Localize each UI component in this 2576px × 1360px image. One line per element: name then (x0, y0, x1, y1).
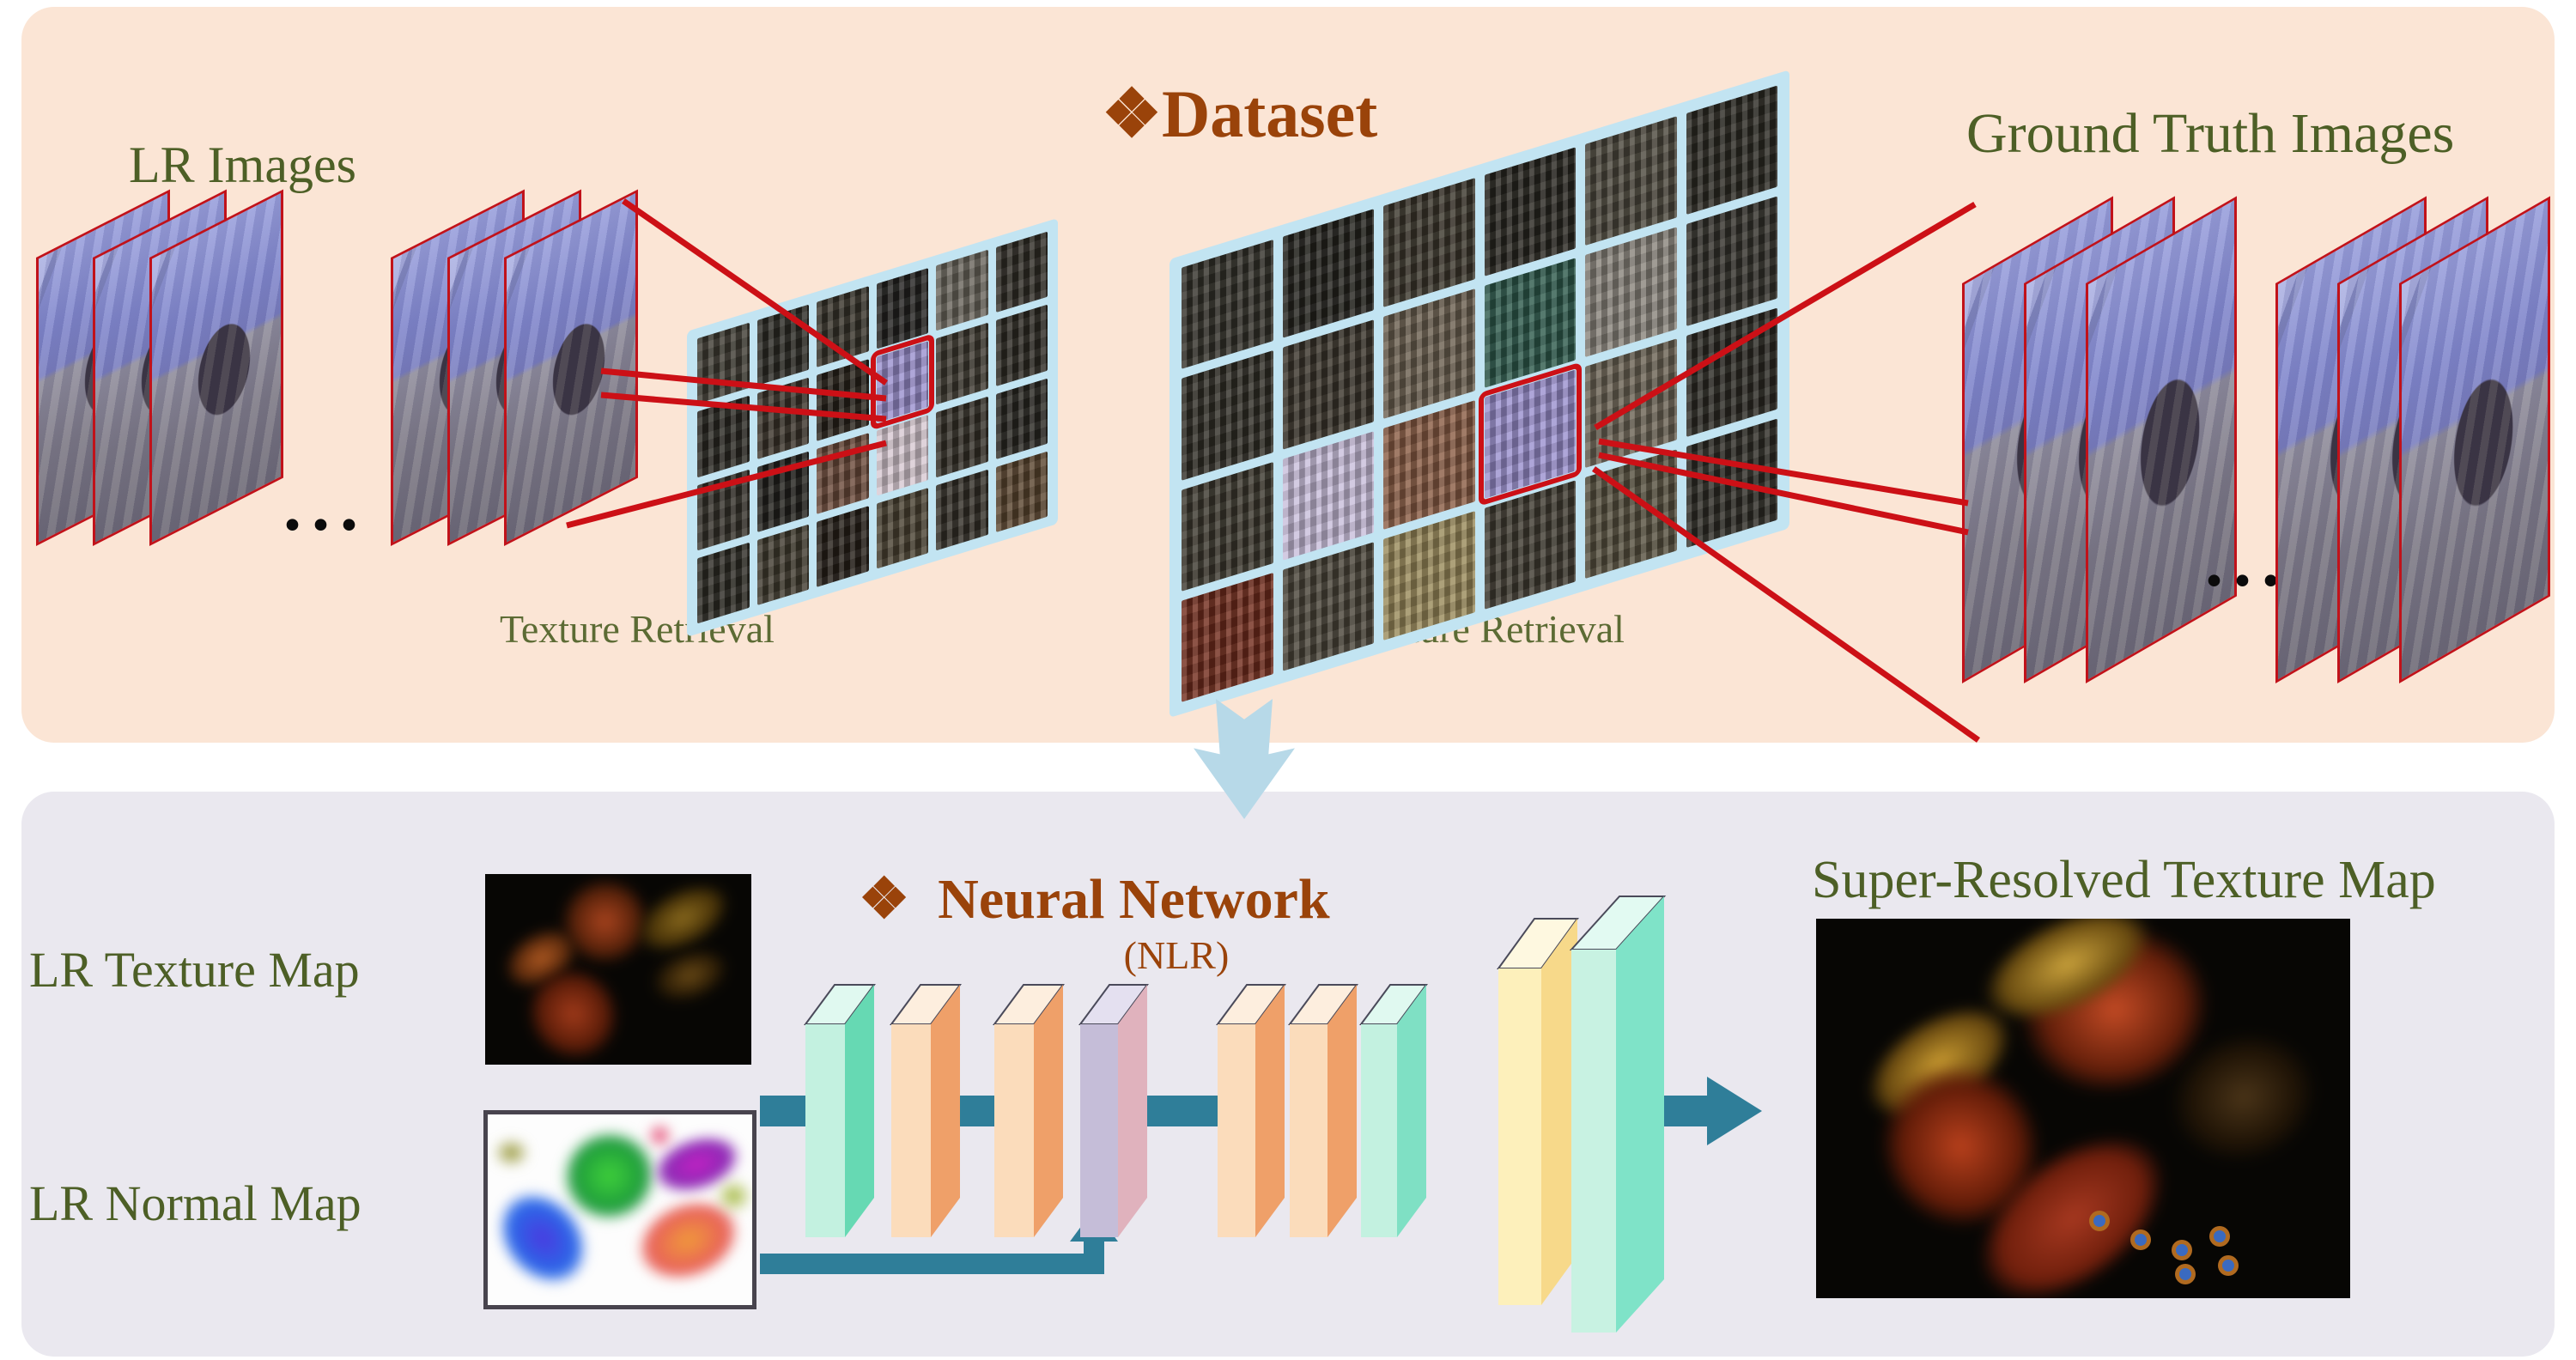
tail-spots (2093, 1214, 2106, 1227)
texture-thumbnail (876, 414, 928, 496)
texture-thumbnail (756, 377, 809, 459)
texture-thumbnail (1182, 350, 1273, 481)
diamond-cluster-icon: ❖ (1102, 76, 1162, 151)
texture-thumbnail (876, 268, 928, 349)
texture-thumbnail (697, 396, 750, 477)
texture-thumbnail-highlighted (870, 333, 934, 430)
texture-thumbnail (1182, 572, 1273, 702)
texture-thumbnail (817, 286, 869, 368)
lr-texture-map-label: LR Texture Map (29, 942, 360, 998)
texture-thumbnail (1484, 258, 1576, 388)
texture-thumbnail (995, 378, 1048, 459)
texture-thumbnail (697, 322, 750, 404)
super-resolved-map-image (1816, 919, 2350, 1298)
texture-thumbnail (1484, 147, 1576, 277)
diamond-cluster-icon: ❖ (859, 868, 910, 931)
texture-thumbnail (1383, 178, 1475, 308)
texture-thumbnail (817, 432, 869, 514)
lr-normal-map-image (483, 1110, 756, 1309)
texture-thumbnail (1585, 116, 1677, 246)
texture-thumbnail (756, 451, 809, 532)
texture-thumbnail (1585, 449, 1677, 580)
texture-thumbnail (1686, 418, 1777, 549)
texture-thumbnail (995, 231, 1048, 313)
texture-thumbnail (1585, 227, 1677, 357)
texture-thumbnail (756, 524, 809, 606)
texture-thumbnail (1686, 196, 1777, 326)
texture-thumbnail (1686, 85, 1777, 216)
ground-truth-label: Ground Truth Images (1966, 102, 2455, 165)
network-title-text: Neural Network (938, 868, 1330, 931)
super-resolved-label: Super-Resolved Texture Map (1812, 851, 2436, 909)
texture-thumbnail (936, 396, 988, 478)
texture-thumbnail-highlighted (1478, 361, 1582, 507)
texture-thumbnail (1484, 480, 1576, 610)
texture-thumbnail (1182, 240, 1273, 369)
dataset-title-text: Dataset (1161, 76, 1378, 151)
texture-thumbnail (936, 249, 988, 331)
texture-thumbnail (697, 542, 750, 624)
texture-thumbnail (876, 487, 928, 569)
texture-thumbnail (697, 469, 750, 551)
texture-thumbnail (995, 304, 1048, 386)
texture-thumbnail (936, 469, 988, 551)
texture-thumbnail (1383, 399, 1475, 530)
texture-thumbnail (1282, 209, 1374, 339)
texture-thumbnail (936, 323, 988, 404)
texture-thumbnail (1585, 337, 1677, 468)
lr-texture-map-image (485, 874, 751, 1065)
dataset-title: ❖Dataset (1102, 76, 1377, 153)
texture-thumbnail (1182, 461, 1273, 592)
texture-thumbnail (995, 451, 1048, 533)
texture-thumbnail (1383, 288, 1475, 419)
texture-thumbnail (1383, 511, 1475, 641)
texture-thumbnail (1282, 319, 1374, 450)
texture-thumbnail (1686, 307, 1777, 437)
network-subtitle: (NLR) (1123, 933, 1230, 977)
texture-thumbnail (817, 506, 869, 587)
texture-thumbnail (1282, 541, 1374, 671)
texture-thumbnail (1282, 430, 1374, 561)
network-title: ❖ Neural Network (859, 865, 1330, 932)
texture-thumbnail (817, 359, 869, 441)
lr-normal-map-label: LR Normal Map (29, 1175, 361, 1231)
texture-thumbnail (756, 304, 809, 386)
lr-images-label: LR Images (129, 137, 356, 193)
